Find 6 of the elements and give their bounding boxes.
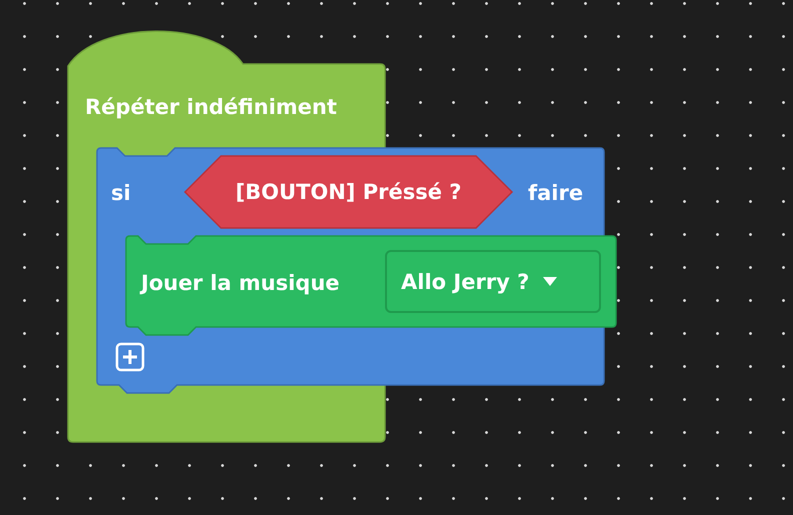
condition-label: [BOUTON] Préssé ?	[234, 179, 462, 205]
keyword-label: faire	[528, 180, 584, 206]
keyword-label: si	[111, 180, 131, 206]
dropdown: Allo Jerry ?	[385, 250, 601, 313]
block-label: Jouer la musique	[141, 270, 340, 296]
block-label: Répéter indéfiniment	[85, 94, 337, 120]
